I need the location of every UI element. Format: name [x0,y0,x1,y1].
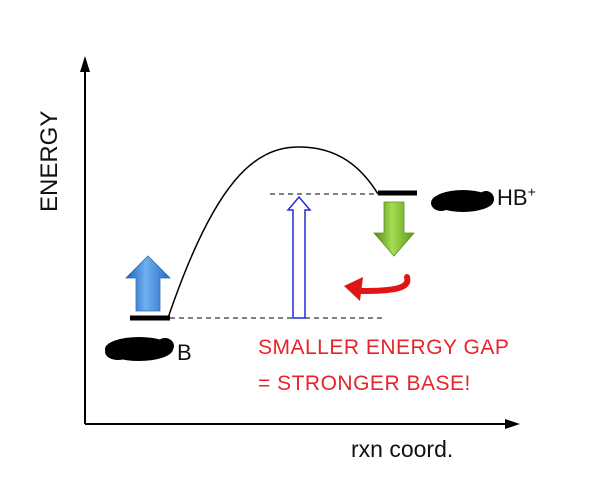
conjugate-acid-label: HB+ [497,183,536,210]
curved-arrow-icon [344,274,411,301]
base-label: B [177,340,192,365]
x-axis [85,419,520,429]
hollow-up-arrow-icon [286,195,312,319]
conjugate-acid-charge: + [527,183,536,200]
redaction-scribble-base [105,337,174,361]
annotation-line-1: SMALLER ENERGY GAP [258,336,510,359]
y-axis [80,56,90,424]
redaction-scribble-acid [431,190,494,212]
reaction-curve [167,146,379,319]
annotation-line-2: = STRONGER BASE! [258,372,471,395]
x-axis-label: rxn coord. [351,436,454,462]
conjugate-acid-formula: HB [497,185,528,210]
blue-up-arrow-icon [125,255,171,312]
green-down-arrow-icon [373,201,415,257]
y-axis-label: ENERGY [36,110,63,212]
